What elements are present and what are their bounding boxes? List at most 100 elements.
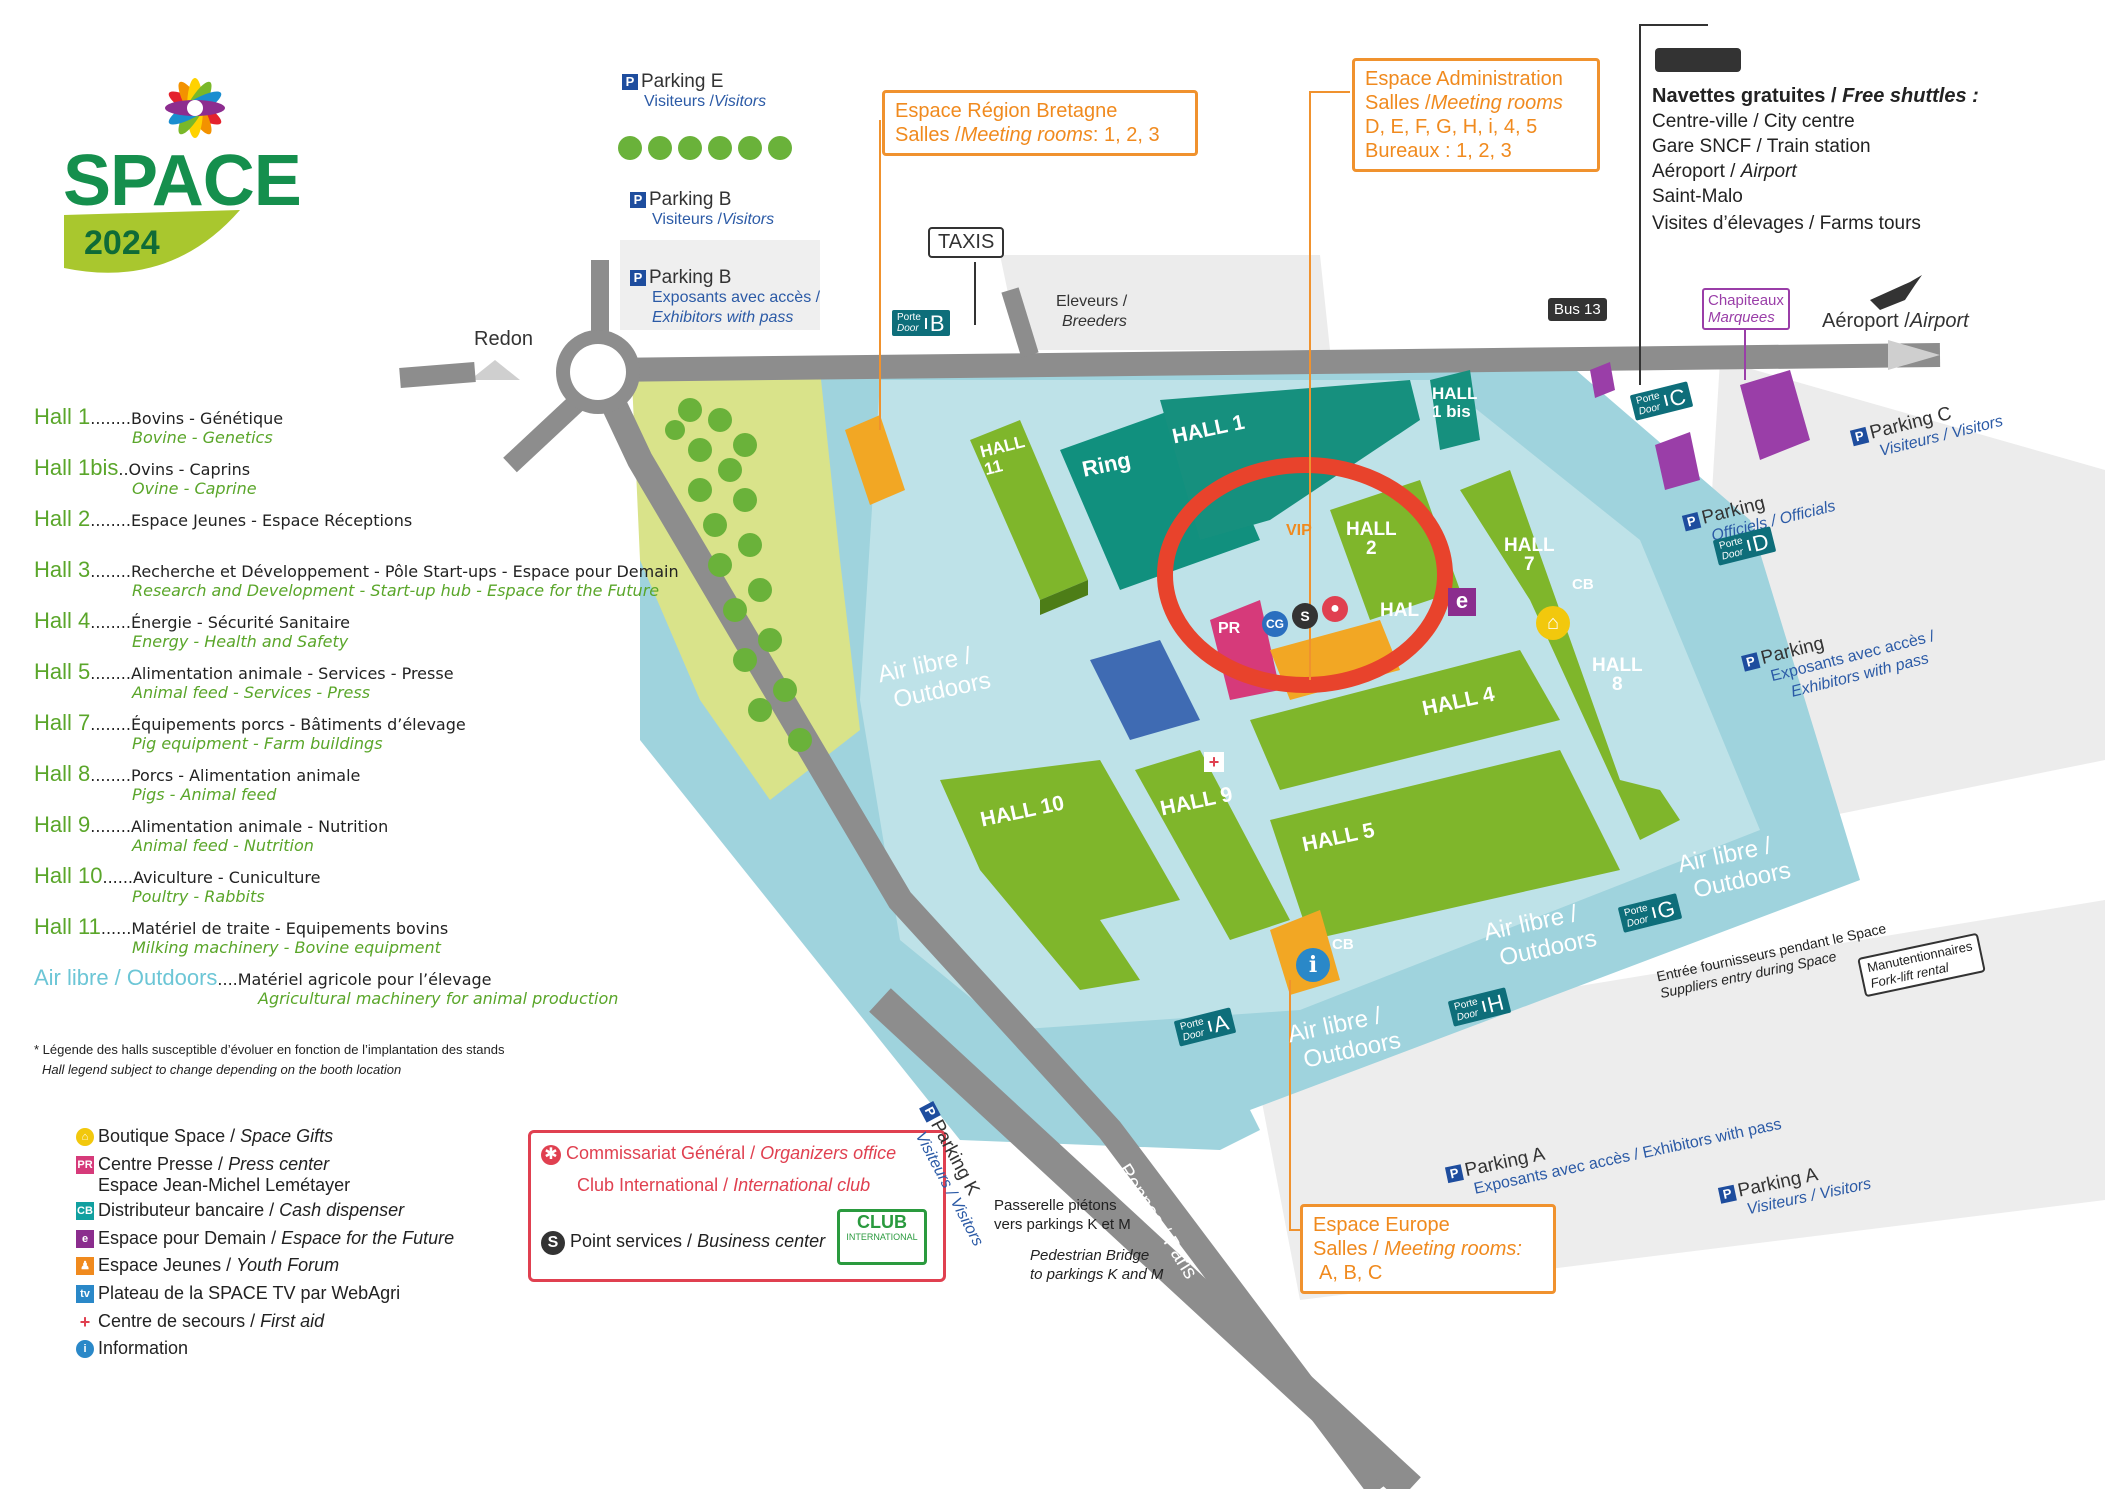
passerelle-label: Passerelle piétons vers parkings K et M	[994, 1196, 1131, 1234]
callout-bretagne-rooms-fr: Salles /	[895, 124, 961, 146]
hall-legend-en: Animal feed - Nutrition	[132, 836, 314, 855]
callout-admin-title: Espace Administration	[1365, 68, 1563, 90]
door-letter: H	[1481, 989, 1506, 1017]
hall-legend-en-row: Research and Development - Start-up hub …	[132, 581, 659, 601]
hall-legend-fr: Matériel agricole pour l’élevage	[237, 970, 492, 989]
organizers-office-icon: CG	[1262, 611, 1288, 637]
symbol-legend-row: ♟Espace Jeunes / Youth Forum	[76, 1255, 340, 1276]
airport-fr: Aéroport /	[1822, 310, 1910, 332]
parking-b2-name: Parking B	[649, 267, 732, 288]
airport-label: Aéroport /Airport	[1822, 310, 1969, 333]
door-letter: A	[1207, 1009, 1231, 1037]
hall-10	[940, 760, 1180, 990]
note-fr: * Légende des halls susceptible d’évolue…	[34, 1042, 505, 1057]
bus-icon	[1655, 48, 1741, 72]
shuttle-dest-1: Centre-ville / City centre	[1652, 111, 1855, 132]
road-southwest	[503, 387, 592, 473]
hall-2-b: 2	[1366, 538, 1377, 559]
cash-icon: CB	[76, 1202, 94, 1220]
callout-europe: Espace Europe Salles / Meeting rooms: A,…	[1300, 1204, 1556, 1294]
parking-icon: P	[1717, 1184, 1737, 1204]
hall-legend-dots: ........	[90, 409, 131, 428]
logo-swoosh	[64, 210, 240, 273]
passerelle-fr-1: Passerelle piétons	[994, 1197, 1117, 1214]
taxi-sign: TAXIS	[928, 227, 1005, 258]
hall-legend-note: * Légende des halls susceptible d’évolue…	[34, 1040, 504, 1080]
hall-legend-en: Bovine - Genetics	[132, 428, 273, 447]
info-icon: i	[76, 1340, 94, 1358]
hall-legend-name: Hall 9	[34, 812, 91, 837]
cash-dispenser-label: CB	[1572, 576, 1594, 593]
parking-e-trees	[618, 136, 792, 160]
shuttle-dest-3: Aéroport /	[1652, 161, 1741, 182]
hall-legend-row: Air libre / Outdoors....Matériel agricol…	[34, 965, 492, 991]
leader-admin	[1309, 91, 1350, 680]
roundabout-center	[570, 344, 626, 400]
symbol-label-fr: Distributeur bancaire /	[98, 1200, 280, 1220]
symbol-label-en: Youth Forum	[236, 1255, 340, 1275]
symbol-label-fr: Centre Presse /	[98, 1154, 229, 1174]
symbol-label-fr: Centre de secours /	[98, 1311, 261, 1331]
first-aid-icon: +	[1204, 752, 1224, 772]
organizers-info-box: ✱ Commissariat Général / Organizers offi…	[528, 1130, 946, 1282]
parking-icon: P	[1444, 1164, 1464, 1184]
hall-legend-row: Hall 3........Recherche et Développement…	[34, 557, 679, 583]
press-center-icon: PR	[1218, 620, 1241, 637]
services-icon: S	[541, 1231, 565, 1255]
hall-7-b: 7	[1524, 554, 1535, 575]
hall-legend-fr: Équipements porcs - Bâtiments d’élevage	[130, 715, 466, 734]
hall-legend-fr: Énergie - Sécurité Sanitaire	[130, 613, 351, 632]
hall-1bis-b: 1 bis	[1432, 402, 1471, 421]
hall-legend-dots: ......	[100, 919, 132, 938]
hall-11-side	[1040, 580, 1088, 615]
hall-9	[1135, 750, 1290, 940]
hall-legend-name: Hall 5	[34, 659, 91, 684]
hall-legend-fr: Ovins - Caprins	[128, 460, 251, 479]
hall-legend-row: Hall 5........Alimentation animale - Ser…	[34, 659, 454, 685]
road-redon	[399, 362, 476, 388]
club-fr: Club International /	[577, 1175, 734, 1195]
symbol-legend-row: +Centre de secours / First aid	[76, 1311, 325, 1332]
hall-11	[970, 420, 1088, 600]
breeders-en: Breeders	[1062, 313, 1127, 330]
symbol-label-fr: Plateau de la SPACE TV par WebAgri	[98, 1283, 401, 1303]
star-icon: ✱	[541, 1145, 561, 1165]
hall-legend-row: Hall 1........Bovins - Génétique	[34, 404, 283, 430]
business-center-icon: S	[1292, 603, 1318, 629]
hall-legend-name: Hall 1bis	[34, 455, 119, 480]
hall-legend-row: Hall 4........Énergie - Sécurité Sanitai…	[34, 608, 350, 634]
shuttle-info: Navettes gratuites / Free shuttles : Cen…	[1652, 84, 1979, 236]
logo-name: SPACE	[63, 141, 302, 221]
hall-legend-name: Hall 3	[34, 557, 91, 582]
callout-bretagne-title: Espace Région Bretagne	[895, 100, 1118, 122]
hall-legend-dots: ......	[102, 868, 133, 887]
highlight-ring	[1157, 457, 1453, 693]
hall-legend-row: Hall 9........Alimentation animale - Nut…	[34, 812, 388, 838]
bretagne-building	[845, 415, 905, 505]
symbol-label-en: First aid	[260, 1311, 325, 1331]
logo-year: 2024	[84, 224, 160, 262]
green-park	[632, 370, 860, 800]
cash-dispenser-label-south: CB	[1332, 936, 1354, 953]
hall-legend-en: Animal feed - Services - Press	[132, 683, 371, 702]
airport-en: Airport	[1909, 310, 1969, 332]
hall-legend-fr: Alimentation animale - Services - Presse	[130, 664, 454, 683]
hall-legend-en-row: Animal feed - Nutrition	[132, 836, 314, 856]
arrow-east	[1888, 340, 1940, 370]
hall-legend-en: Poultry - Rabbits	[132, 887, 265, 906]
symbol-label-fr: Espace pour Demain /	[98, 1228, 282, 1248]
hall-legend-en-row: Bovine - Genetics	[132, 428, 273, 448]
first-aid-icon: +	[76, 1313, 94, 1331]
hall-7-a: HALL	[1504, 535, 1555, 556]
shuttle-dest-3-en: Airport	[1740, 161, 1797, 182]
hall-5	[1270, 750, 1620, 940]
symbol-label-en: Space Gifts	[240, 1126, 334, 1146]
parking-icon: P	[1741, 652, 1761, 672]
hall-legend-row: Hall 10......Aviculture - Cuniculture	[34, 863, 321, 889]
parking-icon: P	[1681, 511, 1702, 532]
bridge-label: Pedestrian Bridge to parkings K and M	[1030, 1246, 1163, 1284]
hall-legend-en-row: Animal feed - Services - Press	[132, 683, 370, 703]
